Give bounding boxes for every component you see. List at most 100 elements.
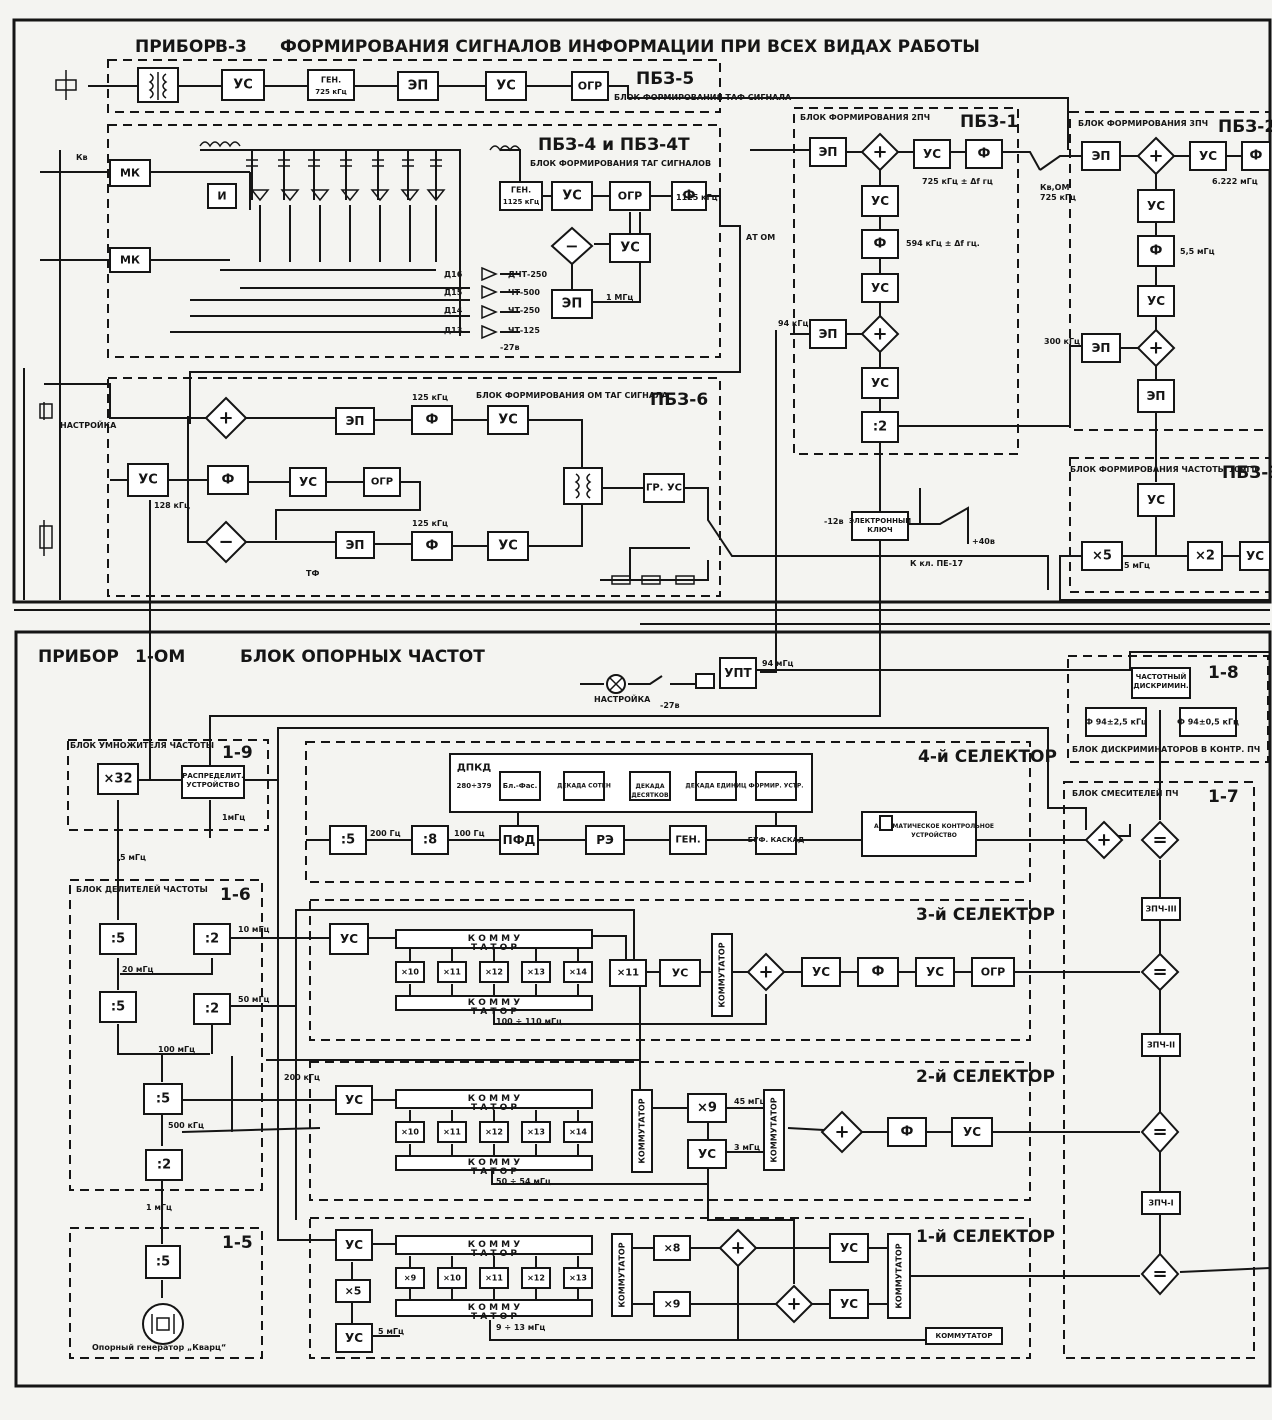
- resistor-chain-icon: [604, 575, 700, 585]
- b16-f200k: 200 кГц: [284, 1073, 320, 1082]
- sel2-komm-vert2: [763, 1089, 785, 1171]
- transformer-icon: [574, 473, 592, 499]
- dpkd-form-label: ФОРМИР. УСТР.: [748, 783, 803, 790]
- b16-div2-b: [193, 993, 231, 1025]
- sel1-adder1: [718, 1228, 758, 1268]
- sel3-m2: [437, 961, 467, 983]
- sel3-us4: [915, 957, 955, 987]
- pbz6-grus: [643, 473, 685, 503]
- sel3-plus: +: [758, 962, 773, 983]
- b18-f1-label: Ф 94±2,5 кГц: [1085, 718, 1147, 727]
- sel1-plus2: +: [786, 1294, 801, 1315]
- sel1-m4-label: ×12: [527, 1274, 545, 1283]
- pbz2-us3-label: УС: [1147, 294, 1165, 308]
- pbz2-ep1: [1081, 141, 1121, 171]
- ch-label-dcht250: ДЧТ-250: [508, 270, 548, 279]
- sel3-ogr: [971, 957, 1015, 987]
- sel4-div5-label: :5: [341, 833, 355, 848]
- b15-title: Опорный генератор „Кварц“: [92, 1343, 226, 1352]
- pbz6-us1: [487, 405, 529, 435]
- b17-mix2-sym: =: [1152, 1122, 1167, 1143]
- pbz6-minus: −: [218, 532, 233, 553]
- dpkd-blfas: [499, 771, 541, 801]
- pbz6-subtractor: [204, 520, 248, 564]
- pbz3-f5mhz: 5 мГц: [1124, 561, 1150, 570]
- b16-div5-c: [143, 1083, 183, 1115]
- b16-f100: 100 мГц: [158, 1045, 195, 1054]
- pbz6-ogr: [363, 467, 401, 497]
- pbz3-x2: [1187, 541, 1223, 571]
- b16-div2-c: [145, 1149, 183, 1181]
- sel3-komm-top: [395, 929, 593, 949]
- sel1-m5-label: ×13: [569, 1274, 587, 1283]
- sel1-x9-label: ×9: [664, 1298, 681, 1311]
- b16-name: 1-6: [220, 885, 251, 905]
- b19-distributor: [181, 765, 245, 799]
- pbz4-us2-label: УС: [620, 241, 640, 256]
- b17-plus: +: [1096, 830, 1111, 851]
- pbz1-us3: [861, 273, 899, 303]
- sel2-komm-vert: [631, 1089, 653, 1173]
- b17-mix1-sym: =: [1152, 1264, 1167, 1285]
- sel1-komm-vert-label: КОММУТАТОР: [618, 1242, 627, 1307]
- diode-d16: Д16: [444, 270, 463, 279]
- panel-v3-title: ФОРМИРОВАНИЯ СИГНАЛОВ ИНФОРМАЦИИ ПРИ ВСЕ…: [280, 37, 980, 57]
- pbz6-us1-label: УС: [498, 413, 518, 428]
- panel-om-title: БЛОК ОПОРНЫХ ЧАСТОТ: [240, 647, 485, 667]
- sel1-m3: [479, 1267, 509, 1289]
- group-sel1: [309, 1217, 1031, 1359]
- group-pbz6: [107, 377, 721, 597]
- sel2-us3: [951, 1117, 993, 1147]
- b17-mix4-sym: =: [1152, 830, 1167, 851]
- dpkd-range: 280÷379: [456, 782, 491, 790]
- sel4-name: 4-й СЕЛЕКТОР: [918, 747, 1057, 767]
- pbz4-us-label: УС: [562, 189, 582, 204]
- b15-div5: [145, 1245, 181, 1279]
- pbz5-us2: [485, 71, 527, 101]
- pbz2-f6222: 6.222 мГц: [1212, 177, 1258, 186]
- b19-name: 1-9: [222, 743, 253, 763]
- transformer-icon: [148, 72, 168, 100]
- pbz1-adder1: [860, 132, 900, 172]
- sel3-us4-label: УС: [926, 965, 944, 979]
- sel4-f100: 100 Гц: [454, 829, 485, 838]
- sel3-us2: [659, 959, 701, 987]
- sel3-us2-label: УС: [672, 967, 689, 980]
- sel2-komm-top: [395, 1089, 593, 1109]
- pbz2-title: БЛОК ФОРМИРОВАНИЯ 3ПЧ: [1078, 119, 1208, 128]
- sel1-x8-label: ×8: [664, 1242, 681, 1255]
- nastroika-label: НАСТРОЙКА: [594, 693, 651, 704]
- lamp-cross-icon: [609, 677, 623, 691]
- sel1-us4: [829, 1289, 869, 1319]
- b17-mix3-sym: =: [1152, 962, 1167, 983]
- sel4-f200: 200 Гц: [370, 829, 401, 838]
- pbz6-f128: 128 кГц: [154, 501, 190, 510]
- panel-om-prefix: ПРИБОР: [38, 647, 119, 667]
- b17-svch1: [1141, 1191, 1181, 1215]
- b19-f1mgz: 1мГц: [222, 813, 245, 822]
- sel4-re-label: РЭ: [596, 833, 614, 847]
- freq-discriminator: [1131, 667, 1191, 699]
- pbz2-plus2: +: [1148, 338, 1163, 359]
- b17-mix1: [1140, 1252, 1180, 1296]
- b18-filter1: [1085, 707, 1147, 737]
- pbz4-f-label: Ф: [683, 189, 696, 204]
- group-pbz2: [1069, 111, 1271, 431]
- pbz5-name: ПБЗ-5: [636, 69, 694, 89]
- pbz6-us2: [487, 531, 529, 561]
- group-b19: [67, 739, 269, 831]
- pbz6-transformer: [563, 467, 603, 505]
- pbz3-name: ПБЗ-3: [1222, 463, 1272, 483]
- potentiometer-icon: [39, 70, 77, 556]
- pbz3-title: БЛОК ФОРМИРОВАНИЯ ЧАСТОТЫ 10мГц: [1070, 465, 1257, 474]
- sel3-f: [857, 957, 899, 987]
- pbz5-us: [221, 69, 265, 101]
- b17-adder: [1084, 820, 1124, 860]
- b19-x32-label: ×32: [104, 772, 133, 787]
- sel2-adder: [820, 1110, 864, 1154]
- pbz1-ep1: [809, 137, 847, 167]
- pbz4-mk1-label: МК: [120, 167, 140, 180]
- diode-d15: Д15: [444, 288, 463, 297]
- pbz1-div2-label: :2: [873, 420, 887, 435]
